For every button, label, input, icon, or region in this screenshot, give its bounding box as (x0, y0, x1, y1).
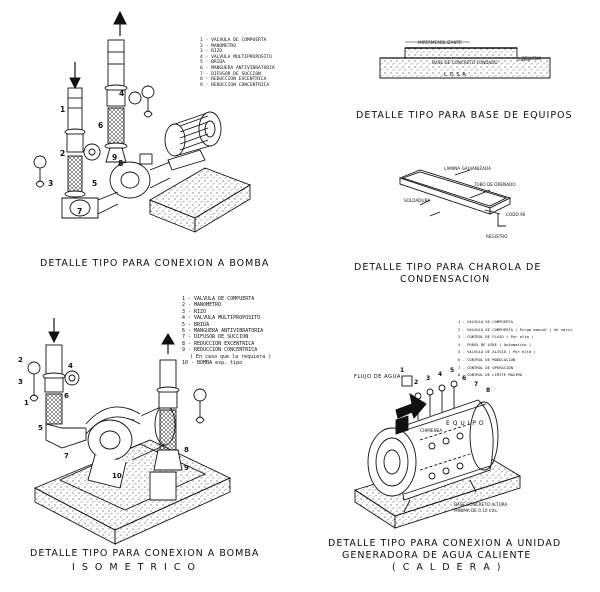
bomba-legend: 1 - VALVULA DE COMPUERTA 2 - MANOMETRO 3… (200, 38, 275, 88)
legend-item: 3 - RIZO (182, 308, 207, 315)
caldera-caption-line3: ( C A L D E R A ) (392, 562, 503, 573)
legend-item: 1 - VALVULA DE COMPUERTA (458, 319, 513, 324)
legend-item: 10 - BOMBA esp. tipo (182, 360, 243, 367)
legend-item: 3 - CONTROL DE FLUJO ( Por alta ) (458, 334, 534, 340)
callout-9: 9 (184, 464, 189, 472)
legend-item: 5 - VALVULA DE ALIVIO ( Por alta ) (458, 349, 536, 355)
base-detail-drawing (379, 41, 551, 79)
legend-item: 3 - RIZO (200, 49, 223, 55)
callout-9: 9 (112, 153, 117, 162)
bomba-caption: DETALLE TIPO PARA CONEXION A BOMBA (40, 258, 270, 269)
caldera-flow-arrow (395, 392, 427, 419)
callout-6: 6 (98, 121, 103, 130)
callout-2: 2 (414, 379, 418, 386)
charola-caption-line2: CONDENSACION (400, 274, 491, 285)
callout-7: 7 (77, 207, 82, 216)
callout-1: 1 (24, 399, 29, 407)
caldera-callouts: 1 2 3 4 5 6 7 8 (400, 367, 490, 394)
isometrico-legend: 1 - VALVULA DE COMPUERTA 2 - MANOMETRO 3… (182, 296, 271, 366)
equipo-label: E Q U I P O (446, 420, 485, 427)
losa-label: L O S A (444, 72, 467, 78)
legend-item: 7 - DIFUSOR DE SUCCION (200, 71, 261, 77)
legend-item: 8 - REDUCCION EXCENTRICA (200, 77, 267, 83)
charola-detail-drawing (398, 169, 512, 227)
callout-8: 8 (118, 159, 123, 168)
base-concreto-caldera-label-2: MINIMA DE 0.10 mts. (454, 508, 499, 513)
caldera-caption-line2: GENERADORA DE AGUA CALIENTE (342, 550, 532, 561)
base-concreto-label: BASE DE CONCRETO FUNDADO (432, 60, 498, 65)
relleno-label: RELLENO (522, 56, 542, 61)
legend-item: 2 - VALVULA DE COMPUERTA ( Purga manual … (458, 326, 573, 332)
bomba-callouts: 1 2 3 4 5 6 7 8 9 (48, 89, 124, 216)
isometrico-flow-arrows (48, 318, 175, 354)
legend-item: 5 - BRIDA (182, 321, 210, 328)
legend-item: 4 - VALVULA MULTIPROPOSITO (182, 315, 261, 322)
callout-5: 5 (92, 179, 97, 188)
callout-4: 4 (68, 362, 73, 370)
callout-8: 8 (486, 387, 490, 394)
callout-2: 2 (18, 356, 23, 364)
callout-6: 6 (462, 375, 466, 382)
callout-6: 6 (64, 392, 69, 400)
callout-1: 1 (60, 105, 65, 114)
legend-item: 7 - DIFUSOR DE SUCCION (182, 334, 249, 341)
caldera-detail-drawing (353, 375, 522, 529)
registro-label: REGISTRO (486, 234, 508, 239)
legend-item: 6 - MANGUERA ANTIVIBRATORIA (182, 328, 264, 335)
callout-3: 3 (426, 375, 430, 382)
callout-2: 2 (60, 149, 65, 158)
callout-4: 4 (438, 371, 442, 378)
legend-item: 6 - MANGUERA ANTIVIBRATORIA (200, 65, 275, 71)
tubo-label: TUBO DE DRENADO (474, 182, 516, 187)
legend-item: ( En caso que la requiera ) (190, 353, 272, 360)
callout-1: 1 (400, 367, 404, 374)
callout-4: 4 (119, 89, 124, 98)
legend-item: 8 - CONTROL DE LIMITE MAXIMO (458, 372, 523, 378)
legend-item: 2 - MANOMETRO (200, 43, 236, 49)
chimenea-label: CHIMENEA (420, 428, 443, 433)
legend-item: 1 - VALVULA DE COMPUERTA (182, 296, 255, 302)
callout-5: 5 (450, 367, 454, 374)
bomba-detail-drawing (33, 39, 252, 233)
base-concreto-caldera-label: BASE CONCRETO ALTURA (454, 502, 508, 507)
isometrico-callouts: 1 2 3 4 5 6 7 8 9 10 (18, 356, 189, 480)
bomba-flow-arrows (69, 10, 127, 90)
callout-10: 10 (112, 472, 122, 480)
isometrico-detail-drawing (27, 344, 232, 545)
lamina-label: LAMINA GALVANIZADA (444, 166, 492, 171)
callout-3: 3 (18, 378, 23, 386)
isometrico-caption-line2: I S O M E T R I C O (72, 562, 198, 573)
legend-item: 6 - CONTROL DE MODULACION (458, 356, 516, 362)
callout-7: 7 (474, 381, 478, 388)
legend-item: 4 - VALVULA MULTIPROPOSITO (200, 54, 272, 60)
caldera-legend: 1 - VALVULA DE COMPUERTA 2 - VALVULA DE … (458, 318, 572, 379)
impermeabilizante-label: IMPERMEABILIZANTE (418, 40, 462, 45)
callout-5: 5 (38, 424, 43, 432)
flujo-label: FLUJO DE AGUA (354, 374, 401, 380)
legend-item: 4 - PURGA DE AIRE ( Automatico ) (458, 341, 532, 347)
legend-item: 5 - BRIDA (200, 60, 225, 66)
base-caption: DETALLE TIPO PARA BASE DE EQUIPOS (356, 110, 573, 121)
legend-item: 2 - MANOMETRO (182, 302, 222, 309)
legend-item: 9 - REDUCCION CONCENTRICA (182, 347, 258, 354)
callout-8: 8 (184, 446, 189, 454)
codo-label: CODO 90 (506, 212, 526, 217)
legend-item: 9 - REDUCCION CONCENTRICA (200, 82, 270, 88)
caldera-caption-line1: DETALLE TIPO PARA CONEXION A UNIDAD (328, 538, 562, 549)
legend-item: 1 - VALVULA DE COMPUERTA (200, 38, 267, 43)
callout-7: 7 (64, 452, 69, 460)
charola-caption-line1: DETALLE TIPO PARA CHAROLA DE (354, 262, 542, 273)
legend-item: 8 - REDUCCION EXCENTRICA (182, 340, 255, 347)
soldadura-label: SOLDADURA (404, 198, 431, 203)
callout-3: 3 (48, 179, 53, 188)
isometrico-caption-line1: DETALLE TIPO PARA CONEXION A BOMBA (30, 548, 260, 559)
legend-item: 7 - CONTROL DE OPERACION (458, 364, 513, 370)
